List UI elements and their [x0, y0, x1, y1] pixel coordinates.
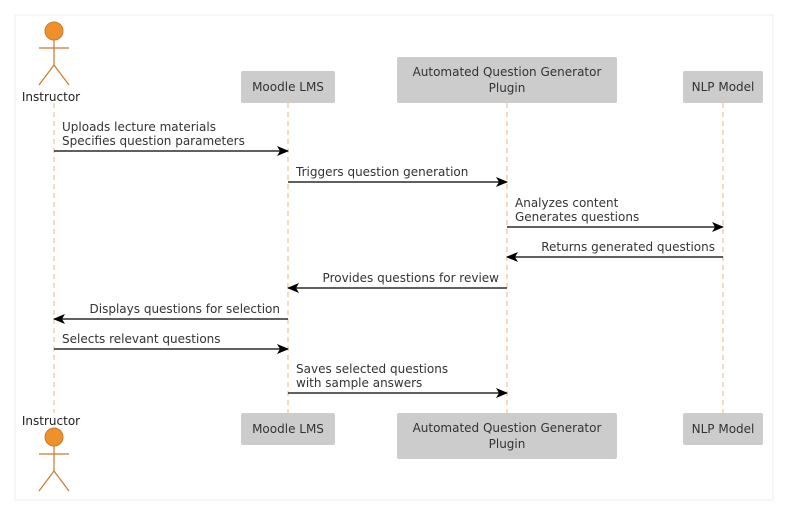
participant-label: Instructor	[22, 414, 80, 428]
participant-label: Plugin	[489, 81, 526, 95]
message-label: Selects relevant questions	[62, 332, 221, 346]
message-label: Specifies question parameters	[62, 134, 245, 148]
participant-label: Moodle LMS	[252, 80, 324, 94]
actor-top: Instructor	[22, 21, 80, 104]
actor-head	[44, 427, 64, 447]
message-4: Returns generated questions	[506, 240, 723, 262]
message-label: Provides questions for review	[323, 271, 500, 285]
message-label: Uploads lecture materials	[62, 120, 216, 134]
message-label: Analyzes content	[515, 196, 619, 210]
actor-body	[38, 446, 70, 492]
participant-box	[683, 413, 763, 445]
participant-box	[397, 413, 617, 459]
participant-label: NLP Model	[692, 422, 755, 436]
participant-lms-bottom: Moodle LMS	[241, 413, 335, 445]
message-label: Saves selected questions	[296, 362, 448, 376]
message-7: Selects relevant questions	[54, 332, 289, 354]
participant-label: Plugin	[489, 437, 526, 451]
message-2: Triggers question generation	[288, 165, 508, 187]
participant-box	[241, 413, 335, 445]
participant-box	[683, 71, 763, 103]
message-label: Displays questions for selection	[90, 302, 280, 316]
participant-label: NLP Model	[692, 80, 755, 94]
participant-label: Instructor	[22, 90, 80, 104]
participant-lms-top: Moodle LMS	[241, 71, 335, 103]
participant-nlp-top: NLP Model	[683, 71, 763, 103]
actor-head	[44, 21, 64, 41]
message-6: Displays questions for selection	[53, 302, 288, 324]
actor-bottom: Instructor	[22, 414, 80, 492]
participant-nlp-bottom: NLP Model	[683, 413, 763, 445]
message-label: with sample answers	[296, 376, 422, 390]
message-label: Generates questions	[515, 210, 639, 224]
actor-body	[38, 40, 70, 86]
participant-box	[241, 71, 335, 103]
participant-label: Automated Question Generator	[413, 65, 602, 79]
message-5: Provides questions for review	[287, 271, 507, 293]
participant-label: Moodle LMS	[252, 422, 324, 436]
message-label: Triggers question generation	[295, 165, 468, 179]
participant-box	[397, 57, 617, 103]
participant-label: Automated Question Generator	[413, 421, 602, 435]
message-label: Returns generated questions	[541, 240, 715, 254]
